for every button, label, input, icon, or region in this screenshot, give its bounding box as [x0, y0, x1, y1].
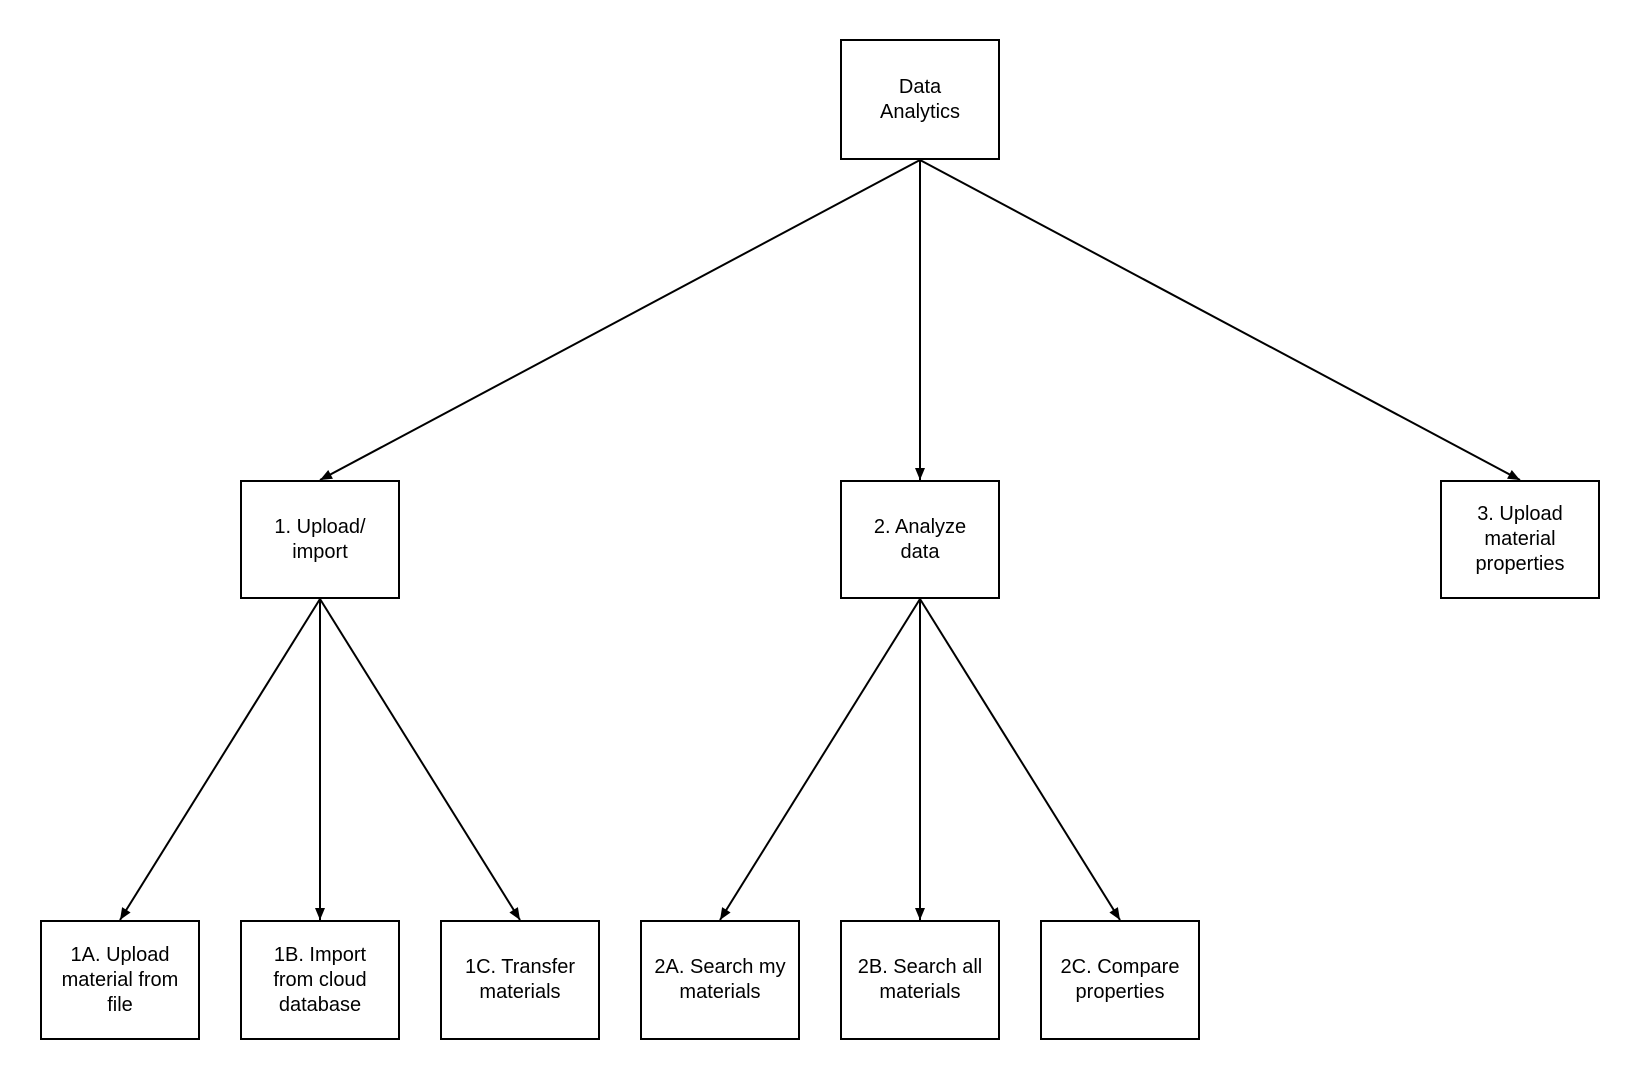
node-search-all-materials: 2B. Search all materials — [840, 920, 1000, 1040]
node-analyze-data: 2. Analyze data — [840, 480, 1000, 599]
node-transfer-materials: 1C. Transfer materials — [440, 920, 600, 1040]
node-compare-properties: 2C. Compare properties — [1040, 920, 1200, 1040]
node-search-my-materials: 2A. Search my materials — [640, 920, 800, 1040]
node-import-from-cloud-database: 1B. Import from cloud database — [240, 920, 400, 1040]
node-upload-import: 1. Upload/ import — [240, 480, 400, 599]
edge-upload-import-to-upload-material-from-file — [119, 598, 321, 921]
edge-root-to-upload-import — [319, 159, 921, 481]
edge-analyze-data-to-search-my-materials — [719, 598, 921, 921]
edge-root-to-upload-material-properties — [919, 159, 1521, 481]
edge-upload-import-to-transfer-materials — [319, 598, 521, 921]
node-data-analytics: Data Analytics — [840, 39, 1000, 160]
node-upload-material-from-file: 1A. Upload material from file — [40, 920, 200, 1040]
edge-analyze-data-to-compare-properties — [919, 598, 1121, 921]
node-upload-material-properties: 3. Upload material properties — [1440, 480, 1600, 599]
